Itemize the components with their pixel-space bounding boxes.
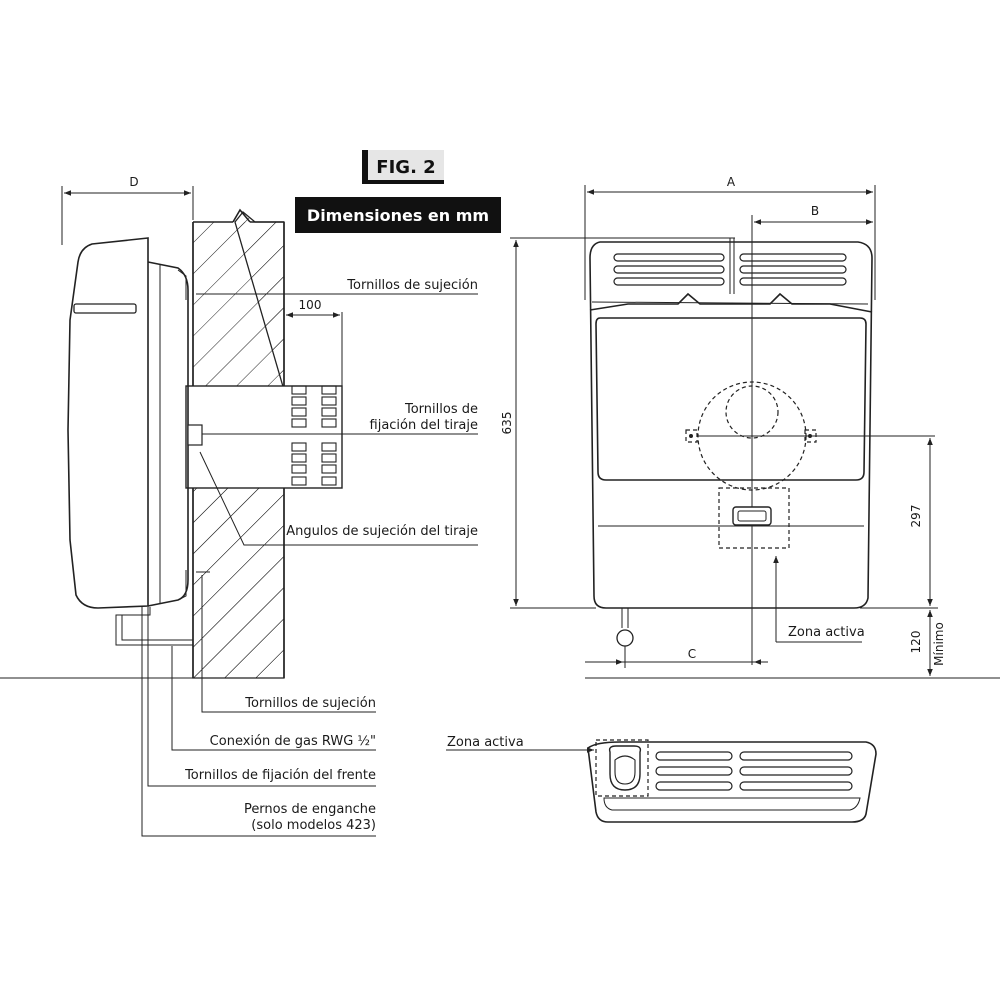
leader-hook-bolts	[141, 607, 376, 837]
dim-100-label: 100	[299, 298, 322, 312]
label-flue-angles: Angulos de sujeción del tiraje	[286, 524, 478, 539]
gas-pipe	[115, 607, 193, 646]
dim-a-label: A	[727, 175, 736, 189]
leader-flue-angles	[199, 451, 478, 546]
label-gas-connection: Conexión de gas RWG ½"	[210, 734, 376, 749]
control-knob-inner	[737, 510, 767, 522]
dim-d-label: D	[129, 175, 138, 189]
label-active-zone-top: Zona activa	[447, 735, 524, 750]
label-front-screws: Tornillos de fijación del frente	[184, 768, 376, 783]
heater-handle	[73, 303, 137, 314]
label-screws-top: Tornillos de sujeción	[346, 278, 478, 293]
label-flue-screws-1: Tornillos de	[404, 402, 478, 417]
heater-rear-profile	[147, 261, 189, 607]
dim-120-label: 120	[909, 631, 923, 654]
top-view: Zona activa	[446, 735, 877, 823]
dim-c-label: C	[688, 647, 696, 661]
gas-connector	[616, 629, 634, 647]
label-flue-screws-2: fijación del tiraje	[370, 418, 478, 433]
fig-label-box	[368, 150, 444, 180]
dim-635-label: 635	[500, 412, 514, 435]
top-view-outline	[587, 741, 877, 823]
label-minimo: Mínimo	[932, 622, 946, 666]
label-hook-bolts-2: (solo modelos 423)	[251, 818, 376, 833]
gas-pipe-inner	[121, 615, 193, 641]
heater-front-outline	[589, 241, 873, 609]
top-control-knob-inner	[614, 755, 636, 785]
flue-vent-slots	[291, 385, 337, 486]
subtitle: Dimensiones en mm	[307, 206, 489, 225]
label-screws-bottom: Tornillos de sujeción	[244, 696, 376, 711]
active-zone-box	[718, 487, 790, 549]
heater-bracket	[177, 269, 187, 601]
grille-lower-edge	[591, 301, 869, 305]
flue-screw-block	[187, 424, 203, 446]
viewing-panel	[595, 317, 867, 481]
leader-front-screws	[147, 607, 376, 787]
leader-gas-connection	[171, 646, 376, 751]
side-view: D 100	[0, 175, 478, 837]
flue-pipe	[185, 385, 343, 489]
label-active-zone-front: Zona activa	[788, 625, 865, 640]
figure-header: FIG. 2 Dimensiones en mm	[295, 150, 501, 233]
control-knob	[732, 506, 772, 526]
top-view-front-lip	[603, 797, 861, 811]
fig-label: FIG. 2	[376, 157, 435, 178]
leader-screws-bottom	[201, 575, 376, 713]
dim-297-label: 297	[909, 505, 923, 528]
wall-break-mark	[232, 208, 251, 223]
top-active-zone-box	[595, 739, 649, 797]
top-grille-slots	[655, 751, 853, 791]
front-grille-slots	[613, 253, 847, 286]
subtitle-box	[295, 197, 501, 233]
heater-front-profile	[67, 237, 149, 609]
label-hook-bolts-1: Pernos de enganche	[244, 802, 376, 817]
front-view: A B 635	[500, 175, 1000, 679]
mount-hole-left-dot	[689, 434, 693, 438]
dim-b-label: B	[811, 204, 819, 218]
top-control-knob	[608, 745, 642, 791]
flue-circle-inner	[725, 385, 779, 439]
